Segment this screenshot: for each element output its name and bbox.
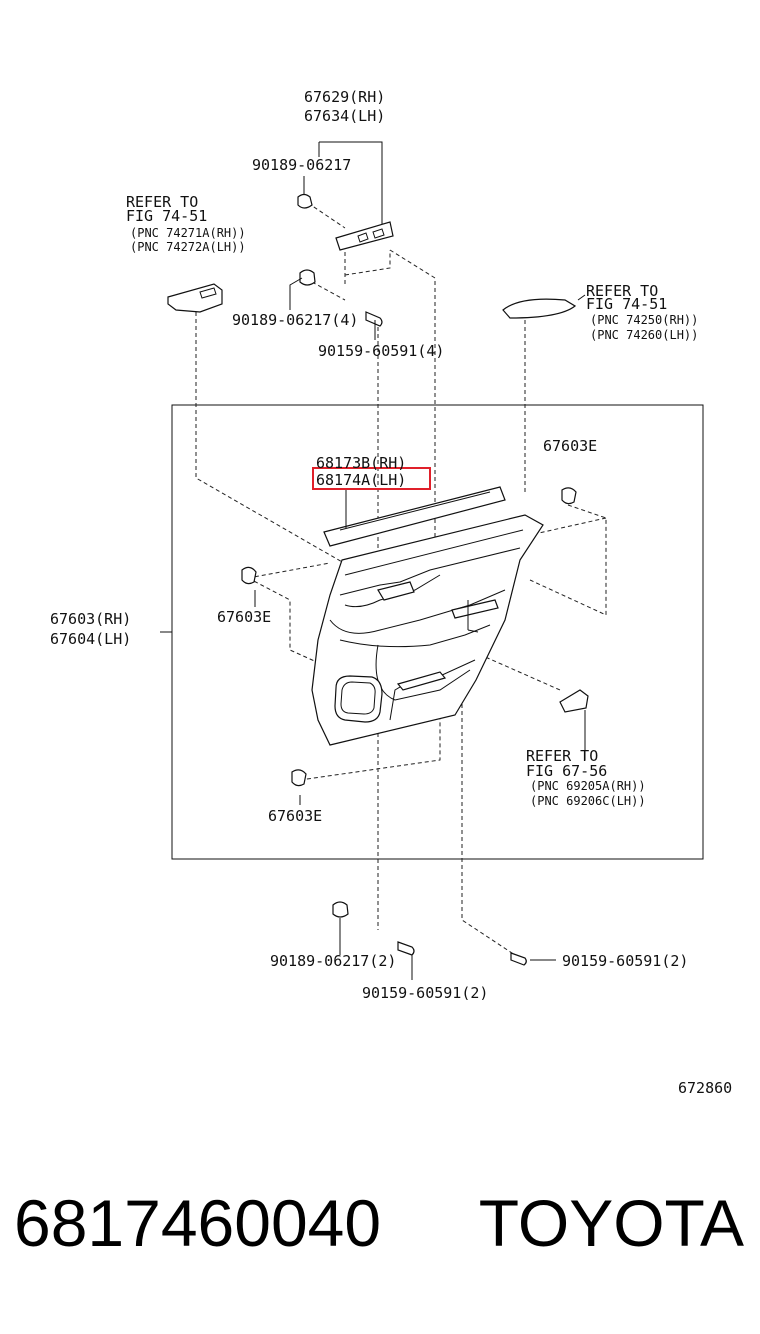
label-refer-right-1: REFER TO	[586, 282, 658, 300]
label-clip-bottom: 90189-06217(2)	[270, 952, 396, 970]
label-refer-left-3: (PNC 74271A(RH))	[130, 226, 246, 240]
label-screw-mid: 90159-60591(4)	[318, 342, 444, 360]
label-refer-bottom-1: REFER TO	[526, 747, 598, 765]
door-trim-panel	[311, 514, 544, 746]
highlight-box	[312, 467, 431, 490]
leaders-solid	[160, 277, 586, 980]
window-switch-left	[167, 283, 223, 313]
label-refer-bottom-3: (PNC 69205A(RH))	[530, 779, 646, 793]
label-clip-mid: 90189-06217(4)	[232, 311, 358, 329]
label-67603e-bottom: 67603E	[268, 807, 322, 825]
label-refer-left-1: REFER TO	[126, 193, 198, 211]
label-refer-right-4: (PNC 74260(LH))	[590, 328, 698, 342]
label-figure-id: 672860	[678, 1079, 732, 1097]
label-refer-right-2: FIG 74-51	[586, 295, 667, 313]
label-68173: 68173B(RH)	[316, 454, 406, 472]
label-67603e-top: 67603E	[543, 437, 597, 455]
label-refer-left-4: (PNC 74272A(LH))	[130, 240, 246, 254]
label-refer-bottom-4: (PNC 69206C(LH))	[530, 794, 646, 808]
leader-67629	[319, 141, 383, 230]
clip-67603e-left	[241, 566, 257, 585]
label-68174: 68174A(LH)	[316, 471, 406, 489]
part-number-caption: 6817460040	[14, 1186, 382, 1260]
screw-icon-bottom-right	[510, 952, 527, 966]
label-clip-top: 90189-06217	[252, 156, 351, 174]
clip-67603e-top	[561, 487, 577, 505]
label-refer-bottom-2: FIG 67-56	[526, 762, 607, 780]
brand-caption: TOYOTA	[478, 1186, 744, 1260]
screw-icon-bottom-left	[397, 941, 415, 956]
inside-handle-bezel	[559, 689, 589, 713]
clip-icon-top	[297, 193, 313, 209]
label-67603e-left: 67603E	[217, 608, 271, 626]
label-refer-right-3: (PNC 74250(RH))	[590, 313, 698, 327]
switch-base-67629	[335, 221, 394, 251]
label-67603: 67603(RH)	[50, 610, 131, 628]
weatherstrip-68174	[323, 486, 506, 547]
clip-67603e-bottom	[291, 769, 307, 787]
label-screw-bottom-left: 90159-60591(2)	[362, 984, 488, 1002]
armrest-cover	[502, 298, 577, 319]
label-67604: 67604(LH)	[50, 630, 131, 648]
label-refer-left-2: FIG 74-51	[126, 207, 207, 225]
label-screw-bottom-right: 90159-60591(2)	[562, 952, 688, 970]
label-67634: 67634(LH)	[304, 107, 385, 125]
clip-icon-mid	[299, 269, 316, 286]
clip-icon-bottom	[332, 901, 349, 918]
label-67629: 67629(RH)	[304, 88, 385, 106]
screw-icon-mid	[365, 311, 383, 327]
